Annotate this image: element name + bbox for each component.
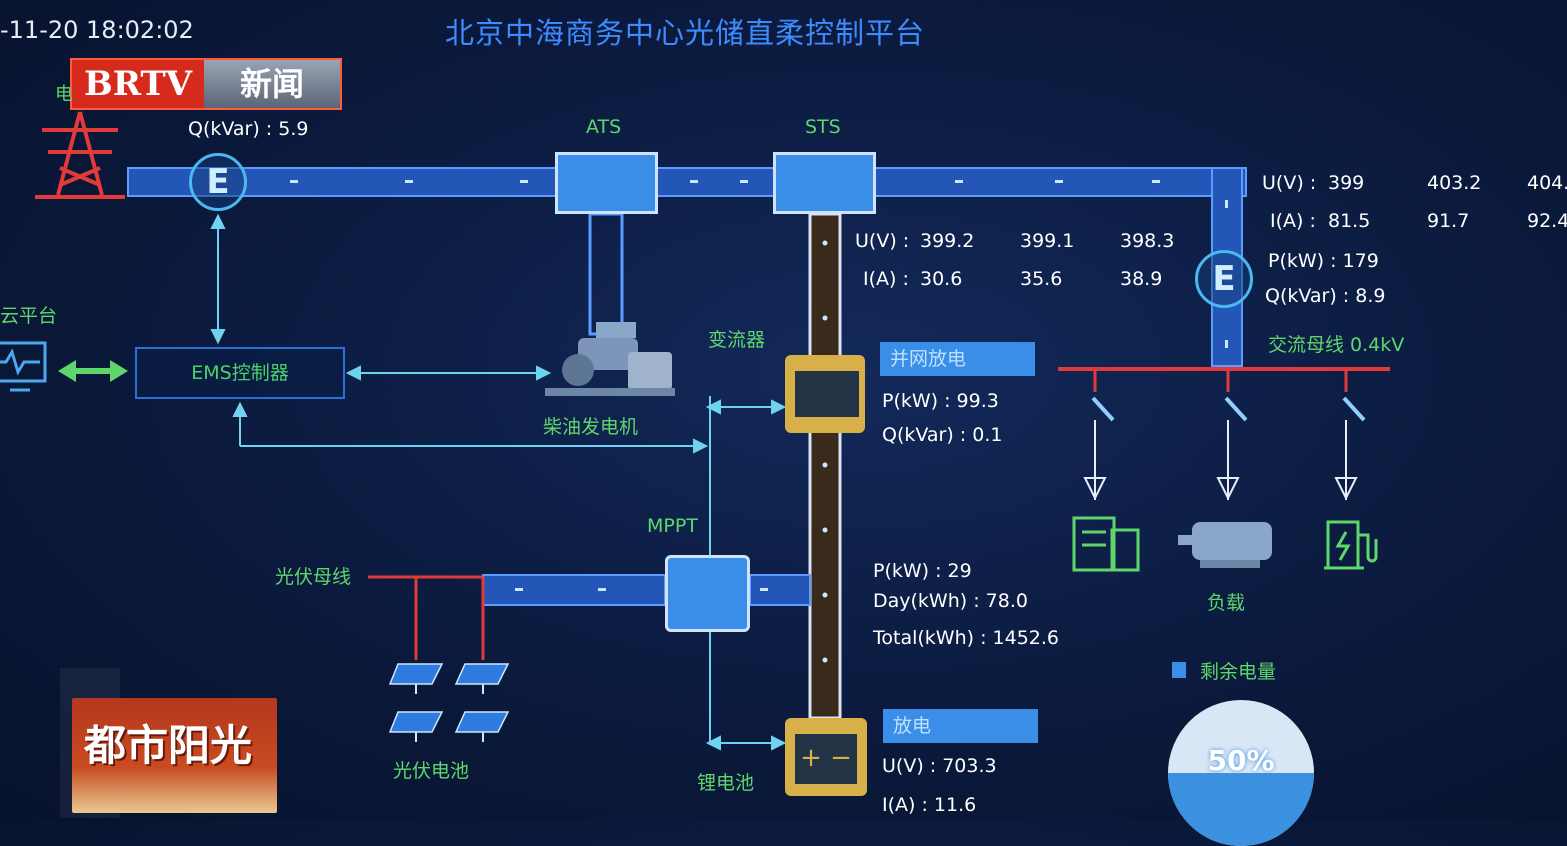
ats-generator-feed xyxy=(588,212,624,336)
inverter-status-badge: 并网放电 xyxy=(880,342,1035,376)
building-load-icon xyxy=(1072,516,1140,572)
load-arrows xyxy=(1083,420,1358,501)
motor-load-icon xyxy=(1178,522,1272,568)
inverter-q-value: Q(kVar) : 0.1 xyxy=(882,424,1003,446)
header-datetime: -11-20 18:02:02 xyxy=(0,16,194,44)
soc-label: 剩余电量 xyxy=(1200,661,1277,683)
dc-bus-current-3: 38.9 xyxy=(1120,268,1163,290)
battery-status-badge: 放电 xyxy=(883,709,1038,743)
pv-busbar xyxy=(482,574,666,606)
diesel-generator-icon xyxy=(545,322,675,396)
ats-switch[interactable] xyxy=(555,152,658,214)
mppt-unit[interactable] xyxy=(665,555,750,632)
generator-label: 柴油发电机 xyxy=(543,416,639,438)
grid-q-value: Q(kVar) : 5.9 xyxy=(188,118,309,140)
dc-bus-current-2: 35.6 xyxy=(1020,268,1063,290)
pv-bus-label: 光伏母线 xyxy=(275,566,352,588)
load-label: 负载 xyxy=(1207,592,1246,614)
pv-string-wires xyxy=(368,575,485,660)
brtv-logo-text: BRTV xyxy=(72,60,204,108)
mppt-total-energy: Total(kWh) : 1452.6 xyxy=(873,627,1059,649)
battery-soc-icon xyxy=(1172,662,1186,678)
load-feeder-wires xyxy=(1093,369,1348,392)
pv-panel-label: 光伏电池 xyxy=(393,760,470,782)
grid-energy-meter[interactable]: E xyxy=(189,153,247,211)
dc-bus-voltage-label: U(V) : xyxy=(855,230,910,252)
ac-bus-label: 交流母线 0.4kV xyxy=(1268,334,1405,356)
mppt-dc-link xyxy=(749,574,811,606)
mppt-label: MPPT xyxy=(647,515,698,537)
solar-panel-stands xyxy=(415,684,484,742)
ac-power-value: P(kW) : 179 xyxy=(1268,250,1379,272)
dc-bus-voltage-2: 399.1 xyxy=(1020,230,1075,252)
battery-terminals-icon: + − xyxy=(793,732,859,786)
ac-current-1: 81.5 xyxy=(1328,210,1371,232)
dc-bus-voltage-1: 399.2 xyxy=(920,230,975,252)
ac-current-2: 91.7 xyxy=(1427,210,1470,232)
battery-label: 锂电池 xyxy=(697,772,755,794)
battery-voltage: U(V) : 703.3 xyxy=(882,755,997,777)
dc-bus-voltage-3: 398.3 xyxy=(1120,230,1175,252)
ac-voltage-2: 403.2 xyxy=(1427,172,1482,194)
ac-current-3: 92.4 xyxy=(1527,210,1567,232)
inverter-p-value: P(kW) : 99.3 xyxy=(882,390,999,412)
battery-current: I(A) : 11.6 xyxy=(882,794,977,816)
soc-percent: 50% xyxy=(1207,744,1275,777)
sts-switch[interactable] xyxy=(773,152,876,214)
inverter-unit[interactable] xyxy=(785,355,865,433)
battery-unit[interactable]: + − xyxy=(785,718,867,796)
ac-voltage-1: 399 xyxy=(1328,172,1365,194)
page-title: 北京中海商务中心光储直柔控制平台 xyxy=(445,16,926,50)
soc-gauge: 50% xyxy=(1168,700,1314,846)
sts-label: STS xyxy=(805,116,841,138)
ac-current-label: I(A) : xyxy=(1270,210,1316,232)
solar-panel-icons xyxy=(388,663,510,733)
soc-gauge-fill xyxy=(1168,773,1314,846)
ats-label: ATS xyxy=(586,116,622,138)
grid-clipped-label: 电 xyxy=(55,84,73,105)
dc-bus-current-1: 30.6 xyxy=(920,268,963,290)
program-logo: 都市阳光 xyxy=(72,698,277,813)
program-logo-text: 都市阳光 xyxy=(84,721,253,770)
dc-bus-flow-dots xyxy=(822,240,828,663)
inverter-label: 变流器 xyxy=(708,329,766,351)
ac-voltage-label: U(V) : xyxy=(1262,172,1317,194)
wiring-diagram xyxy=(0,111,1390,751)
load-breakers xyxy=(1091,396,1366,422)
cloud-platform-label: 云平台 xyxy=(0,305,58,327)
cloud-ems-link-arrow xyxy=(58,360,128,382)
ems-controller[interactable]: EMS控制器 xyxy=(135,347,345,399)
transmission-tower-icon xyxy=(35,111,125,199)
brtv-news-logo: BRTV 新闻 xyxy=(70,58,342,110)
news-logo-text: 新闻 xyxy=(204,60,340,108)
mppt-day-energy: Day(kWh) : 78.0 xyxy=(873,590,1028,612)
ac-energy-meter[interactable]: E xyxy=(1195,250,1253,308)
ac-voltage-3: 404. xyxy=(1527,172,1567,194)
mppt-power-value: P(kW) : 29 xyxy=(873,560,972,582)
top-bus-flow-dots xyxy=(290,180,1228,348)
dc-bus-current-label: I(A) : xyxy=(863,268,909,290)
cloud-monitor-icon xyxy=(0,341,47,392)
ac-reactive-value: Q(kVar) : 8.9 xyxy=(1265,285,1386,307)
ev-charger-load-icon xyxy=(1324,520,1378,570)
